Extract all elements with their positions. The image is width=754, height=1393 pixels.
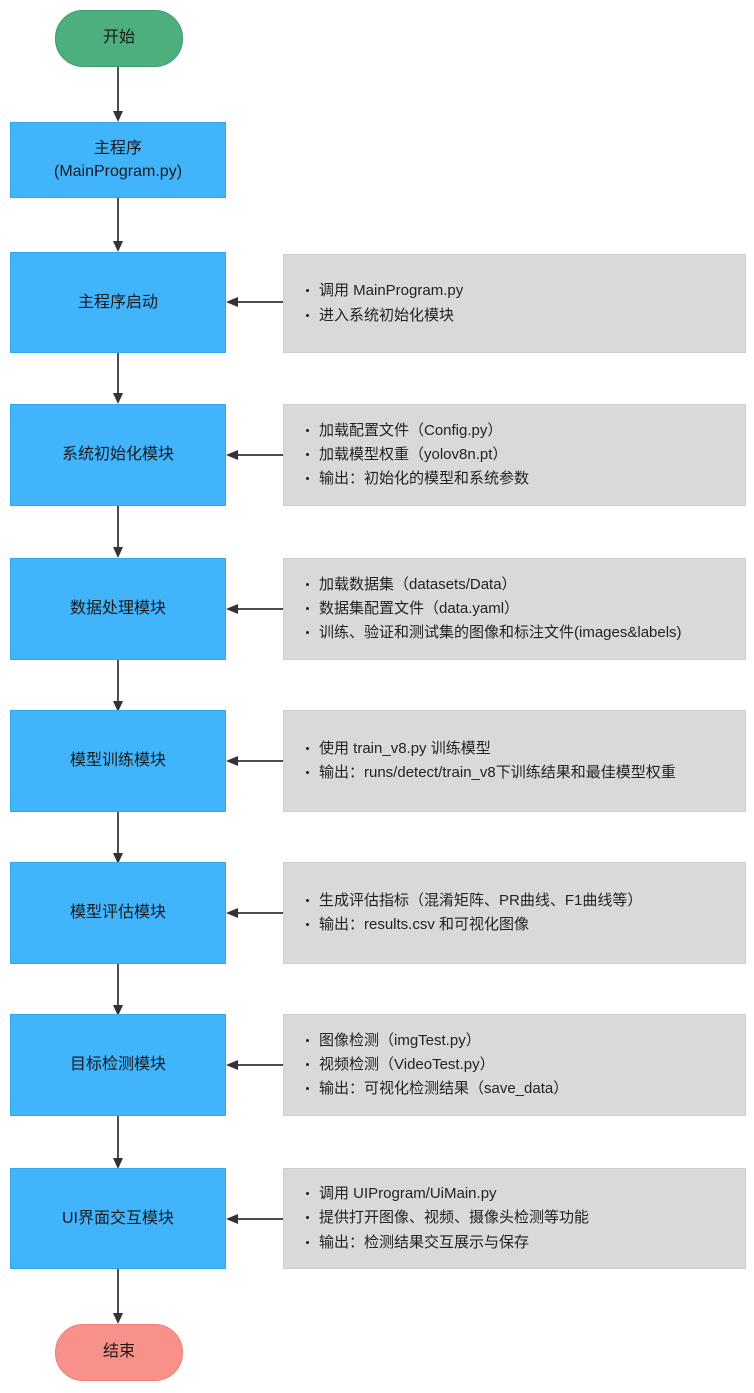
- note-item: 输出：可视化检测结果（save_data）: [306, 1077, 737, 1101]
- node-main-start-label: 主程序启动: [77, 293, 158, 311]
- node-train-module[interactable]: 模型训练模块: [10, 710, 226, 812]
- note-item: 视频检测（VideoTest.py）: [306, 1053, 737, 1077]
- note-train-module: 使用 train_v8.py 训练模型输出：runs/detect/train_…: [283, 710, 746, 812]
- note-item: 输出：runs/detect/train_v8下训练结果和最佳模型权重: [306, 761, 737, 785]
- edge-ui-to-end: [112, 1269, 124, 1324]
- node-detect-module[interactable]: 目标检测模块: [10, 1014, 226, 1116]
- note-item: 数据集配置文件（data.yaml）: [306, 597, 737, 621]
- node-end-label: 结束: [102, 1343, 135, 1361]
- node-start-label: 开始: [102, 29, 135, 47]
- node-main-program-label: 主程序 (MainProgram.py): [53, 139, 183, 180]
- note-item: 训练、验证和测试集的图像和标注文件(images&labels): [306, 621, 737, 645]
- edge-train-to-eval: [112, 812, 124, 864]
- edge-note-to-main-start: [226, 296, 283, 308]
- node-train-module-label: 模型训练模块: [69, 752, 166, 770]
- note-item: 输出：检测结果交互展示与保存: [306, 1231, 737, 1255]
- edge-note-to-detect: [226, 1059, 283, 1071]
- note-item: 加载模型权重（yolov8n.pt）: [306, 443, 737, 467]
- node-ui-module-label: UI界面交互模块: [61, 1209, 174, 1227]
- edge-eval-to-detect: [112, 964, 124, 1016]
- edge-data-to-train: [112, 660, 124, 712]
- note-train-module-list: 使用 train_v8.py 训练模型输出：runs/detect/train_…: [284, 711, 745, 811]
- note-item: 输出：results.csv 和可视化图像: [306, 913, 737, 937]
- node-eval-module[interactable]: 模型评估模块: [10, 862, 226, 964]
- edge-detect-to-ui: [112, 1116, 124, 1169]
- node-detect-module-label: 目标检测模块: [69, 1056, 166, 1074]
- node-start[interactable]: 开始: [55, 10, 183, 67]
- node-ui-module[interactable]: UI界面交互模块: [10, 1168, 226, 1269]
- note-item: 加载配置文件（Config.py）: [306, 419, 737, 443]
- note-item: 图像检测（imgTest.py）: [306, 1029, 737, 1053]
- note-init-module-list: 加载配置文件（Config.py）加载模型权重（yolov8n.pt）输出：初始…: [284, 405, 745, 505]
- edge-init-to-data: [112, 506, 124, 558]
- note-item: 使用 train_v8.py 训练模型: [306, 737, 737, 761]
- note-init-module: 加载配置文件（Config.py）加载模型权重（yolov8n.pt）输出：初始…: [283, 404, 746, 506]
- edge-note-to-train: [226, 755, 283, 767]
- node-init-module-label: 系统初始化模块: [61, 446, 174, 464]
- node-data-module-label: 数据处理模块: [69, 600, 166, 618]
- node-main-program[interactable]: 主程序 (MainProgram.py): [10, 122, 226, 198]
- node-init-module[interactable]: 系统初始化模块: [10, 404, 226, 506]
- note-detect-module-list: 图像检测（imgTest.py）视频检测（VideoTest.py）输出：可视化…: [284, 1015, 745, 1115]
- note-data-module: 加载数据集（datasets/Data）数据集配置文件（data.yaml）训练…: [283, 558, 746, 660]
- note-item: 输出：初始化的模型和系统参数: [306, 467, 737, 491]
- node-eval-module-label: 模型评估模块: [69, 904, 166, 922]
- note-item: 调用 UIProgram/UiMain.py: [306, 1182, 737, 1206]
- note-data-module-list: 加载数据集（datasets/Data）数据集配置文件（data.yaml）训练…: [284, 559, 745, 659]
- note-item: 进入系统初始化模块: [306, 304, 737, 328]
- note-item: 调用 MainProgram.py: [306, 279, 737, 303]
- edge-note-to-ui: [226, 1213, 283, 1225]
- note-item: 加载数据集（datasets/Data）: [306, 573, 737, 597]
- node-data-module[interactable]: 数据处理模块: [10, 558, 226, 660]
- note-eval-module-list: 生成评估指标（混淆矩阵、PR曲线、F1曲线等）输出：results.csv 和可…: [284, 863, 745, 963]
- edge-start-to-main-program: [112, 67, 124, 122]
- note-detect-module: 图像检测（imgTest.py）视频检测（VideoTest.py）输出：可视化…: [283, 1014, 746, 1116]
- edge-main-program-to-main-start: [112, 198, 124, 252]
- edge-note-to-data: [226, 603, 283, 615]
- edge-note-to-init: [226, 449, 283, 461]
- note-item: 生成评估指标（混淆矩阵、PR曲线、F1曲线等）: [306, 889, 737, 913]
- node-end[interactable]: 结束: [55, 1324, 183, 1381]
- edge-main-start-to-init: [112, 353, 124, 404]
- edge-note-to-eval: [226, 907, 283, 919]
- note-eval-module: 生成评估指标（混淆矩阵、PR曲线、F1曲线等）输出：results.csv 和可…: [283, 862, 746, 964]
- node-main-start[interactable]: 主程序启动: [10, 252, 226, 353]
- note-item: 提供打开图像、视频、摄像头检测等功能: [306, 1206, 737, 1230]
